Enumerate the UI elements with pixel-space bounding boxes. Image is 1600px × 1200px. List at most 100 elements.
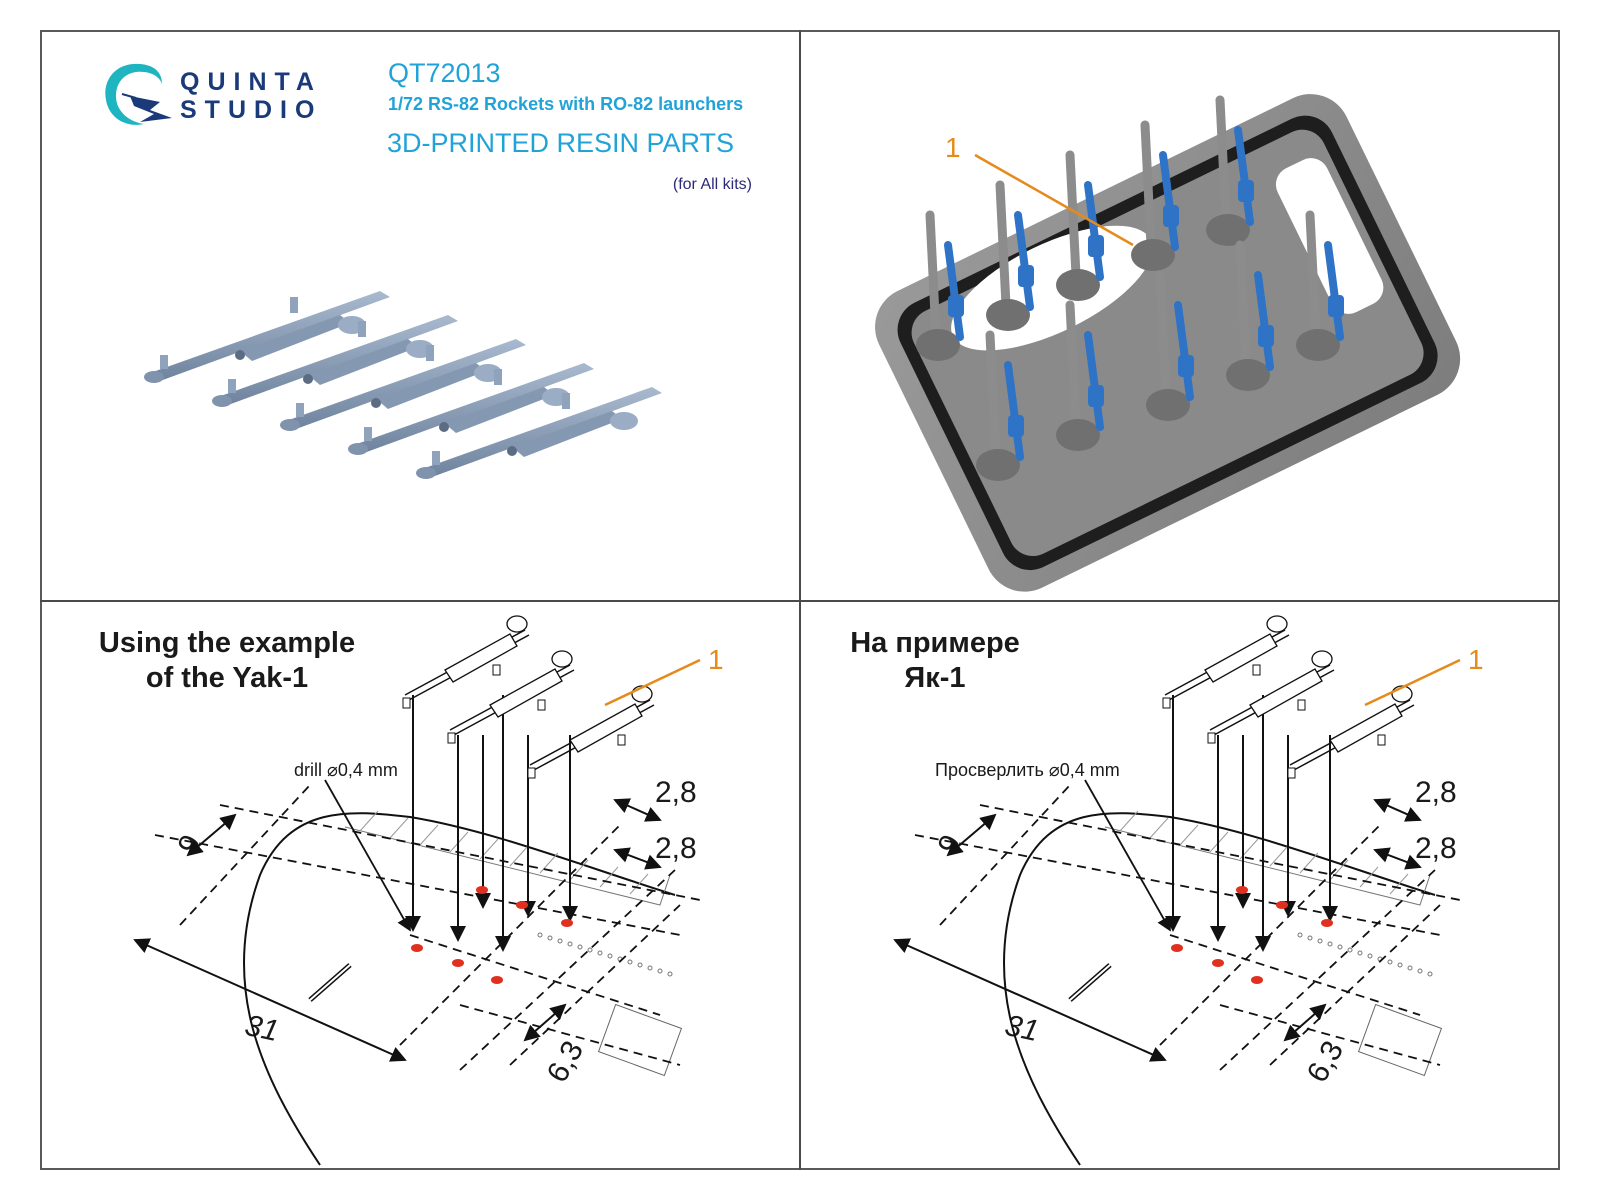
support-stem: [1140, 120, 1156, 250]
drill-leader-arrow: [324, 779, 411, 932]
drill-hole-mark: [452, 959, 464, 967]
rivet: [567, 941, 573, 947]
rocket-body: [240, 315, 350, 361]
support-base: [986, 299, 1030, 331]
rivet: [1407, 965, 1413, 971]
front-mount-pin: [160, 355, 168, 369]
aileron-rib: [509, 845, 529, 867]
callout-number-en: 1: [708, 644, 724, 675]
rocket-nose: [371, 398, 381, 408]
front-mount-pin: [432, 451, 440, 465]
rocket-launcher-part: [280, 339, 526, 431]
drill-hole-mark: [491, 976, 503, 984]
support-stem: [1065, 300, 1081, 430]
support-base: [976, 449, 1020, 481]
callout-number-ru: 1: [1468, 644, 1484, 675]
launcher-drawing: [1287, 685, 1415, 779]
dim-spacing2-en: 2,8: [655, 832, 697, 865]
aileron-rib: [1359, 866, 1379, 888]
mount-pin: [1297, 699, 1306, 711]
rivet: [1337, 944, 1343, 950]
rivet: [607, 953, 613, 959]
heading-line2: of the Yak-1: [145, 662, 309, 694]
rocket-body: [1249, 668, 1323, 718]
rocket-part: [1008, 415, 1024, 437]
rivet: [637, 962, 643, 968]
rail-front-cap: [212, 395, 232, 407]
wing-drill-diagram-en: [133, 615, 701, 1166]
support-stem: [925, 210, 941, 340]
mount-pin: [1207, 732, 1216, 744]
drill-size: ⌀0,4 mm: [1048, 760, 1120, 780]
product-code: QT72013: [388, 58, 501, 88]
launcher-drawing: [447, 650, 575, 744]
support-stem: [1065, 150, 1081, 280]
tray-printed-part: [1131, 120, 1179, 271]
support-stem: [1215, 95, 1231, 225]
support-base: [1056, 269, 1100, 301]
launcher-part: [1324, 241, 1344, 341]
rocket-body: [308, 339, 418, 385]
support-stem: [985, 330, 1001, 460]
rocket-body: [1329, 703, 1403, 753]
drill-instruction-ru: Просверлить ⌀0,4 mm: [935, 760, 1120, 781]
launcher-part: [944, 241, 964, 341]
brand-name-line2: STUDIO: [180, 96, 323, 124]
dimension-arrow-spacing1: [613, 798, 662, 822]
rivet: [547, 935, 553, 941]
aileron-rib: [359, 810, 379, 832]
support-base: [1146, 389, 1190, 421]
dashed-guide-line: [459, 1004, 681, 1066]
rear-mount-pin: [494, 369, 502, 385]
rocket-body: [489, 668, 563, 718]
drill-hole-mark: [1321, 919, 1333, 927]
rivet: [657, 968, 663, 974]
launcher-drawing: [1162, 615, 1290, 709]
dimension-arrow-spacing2: [1373, 847, 1422, 870]
dashed-guide-line: [399, 824, 621, 1046]
dimension-arrow-chord: [186, 813, 237, 857]
aileron-outline: [1104, 826, 1431, 906]
launcher-part: [1004, 361, 1024, 461]
drill-instruction-en: drill ⌀0,4 mm: [294, 760, 398, 781]
dimension-arrow-offset: [523, 1003, 567, 1042]
rivet: [647, 965, 653, 971]
support-stem: [1235, 240, 1251, 370]
launcher-part: [1234, 126, 1254, 226]
drill-hole-mark: [476, 886, 488, 894]
dimension-arrow-span: [893, 938, 1167, 1062]
dimension-arrow-span: [133, 938, 407, 1062]
rivet: [1347, 947, 1353, 953]
rivet: [667, 971, 673, 977]
callout-leader: [1364, 658, 1461, 707]
mount-pin: [537, 699, 546, 711]
rocket-fin: [506, 615, 528, 633]
heading-line1: Using the example: [98, 627, 356, 659]
mount-pin: [527, 767, 536, 779]
product-type: 3D-PRINTED RESIN PARTS: [387, 128, 735, 158]
rivet: [1357, 950, 1363, 956]
wing-panel-detail: [1357, 1003, 1443, 1077]
launcher-rail: [218, 315, 458, 405]
front-mount-pin: [228, 379, 236, 393]
rocket-body: [444, 387, 554, 433]
aileron-outline: [344, 826, 671, 906]
rocket-part: [1328, 295, 1344, 317]
rail-front-cap: [144, 371, 164, 383]
tray-printed-part: [916, 210, 964, 361]
rocket-fin: [610, 412, 638, 430]
aileron-rib: [1389, 873, 1409, 895]
drill-text: drill: [294, 760, 323, 780]
rivet: [1417, 968, 1423, 974]
mount-pin: [447, 732, 456, 744]
rocket-nose: [439, 422, 449, 432]
dimension-arrow-spacing1: [1373, 798, 1422, 822]
launcher-drawing: [402, 615, 530, 709]
rocket-fin: [1266, 615, 1288, 633]
rivet: [627, 959, 633, 965]
drill-hole-mark: [561, 919, 573, 927]
dashed-guide-line: [219, 804, 701, 901]
wing-drill-diagram-ru: [893, 615, 1461, 1166]
support-base: [1131, 239, 1175, 271]
rocket-launcher-part: [348, 363, 594, 455]
